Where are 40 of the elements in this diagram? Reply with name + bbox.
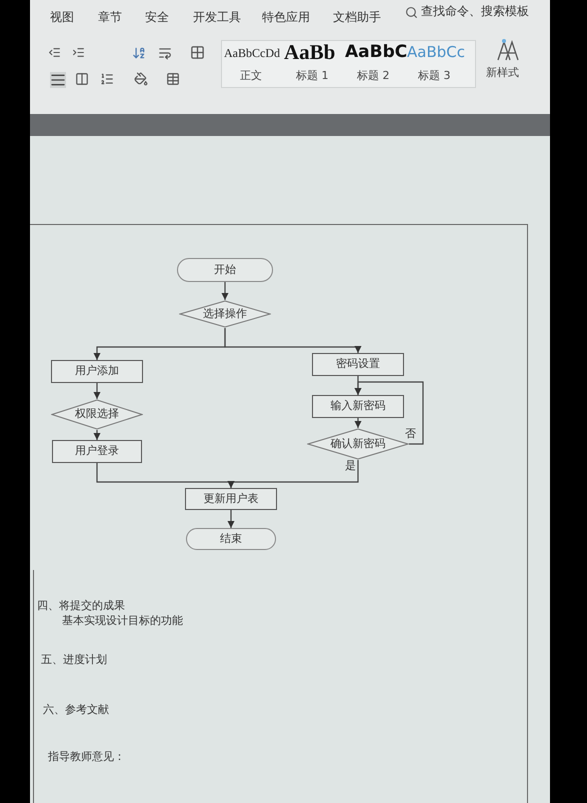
style-name: 标题 3 xyxy=(418,70,450,81)
menu-item: 特色应用 xyxy=(262,11,310,23)
menu-item: 安全 xyxy=(145,11,169,23)
process-box: 用户登录 xyxy=(52,440,142,463)
arrow xyxy=(354,418,362,428)
style-name: 标题 1 xyxy=(296,70,328,81)
document-text: 指导教师意见： xyxy=(48,751,125,762)
arrow xyxy=(221,282,229,300)
style-name: 新样式 xyxy=(486,67,519,78)
style-preview: AaBbCc xyxy=(407,45,465,60)
decision-diamond: 权限选择 xyxy=(51,399,143,430)
process-box: 更新用户表 xyxy=(185,488,277,510)
arrow xyxy=(93,383,101,399)
process-box: 密码设置 xyxy=(312,353,404,376)
menu-item: 开发工具 xyxy=(193,11,241,23)
style-name: 标题 2 xyxy=(357,70,390,81)
document-text: 四、将提交的成果 xyxy=(37,600,125,611)
style-preview: AaBbC xyxy=(345,44,408,61)
menu-item: 章节 xyxy=(98,11,122,23)
style-preview: AaBb xyxy=(284,42,336,63)
menu-item: 查找命令、搜索模板 xyxy=(421,5,529,17)
document-text: 六、参考文献 xyxy=(43,704,109,715)
document-text: 五、进度计划 xyxy=(41,654,107,665)
arrow xyxy=(224,328,362,353)
process-box: 用户添加 xyxy=(51,360,143,383)
decision-diamond: 选择操作 xyxy=(179,300,271,328)
menu-item: 文档助手 xyxy=(333,11,381,23)
style-name: 正文 xyxy=(240,70,262,81)
edge-label: 是 xyxy=(344,460,357,471)
arrow xyxy=(354,381,424,445)
arrow xyxy=(93,430,101,440)
terminal-shape: 开始 xyxy=(177,258,273,282)
edge-label: 否 xyxy=(404,428,417,439)
process-box: 输入新密码 xyxy=(312,395,404,418)
menu-item: 视图 xyxy=(50,11,74,23)
arrow xyxy=(96,463,235,488)
arrow xyxy=(227,510,235,528)
terminal-shape: 结束 xyxy=(186,528,276,550)
style-preview: AaBbCcDd xyxy=(224,47,280,59)
document-text: 基本实现设计目标的功能 xyxy=(62,615,183,626)
